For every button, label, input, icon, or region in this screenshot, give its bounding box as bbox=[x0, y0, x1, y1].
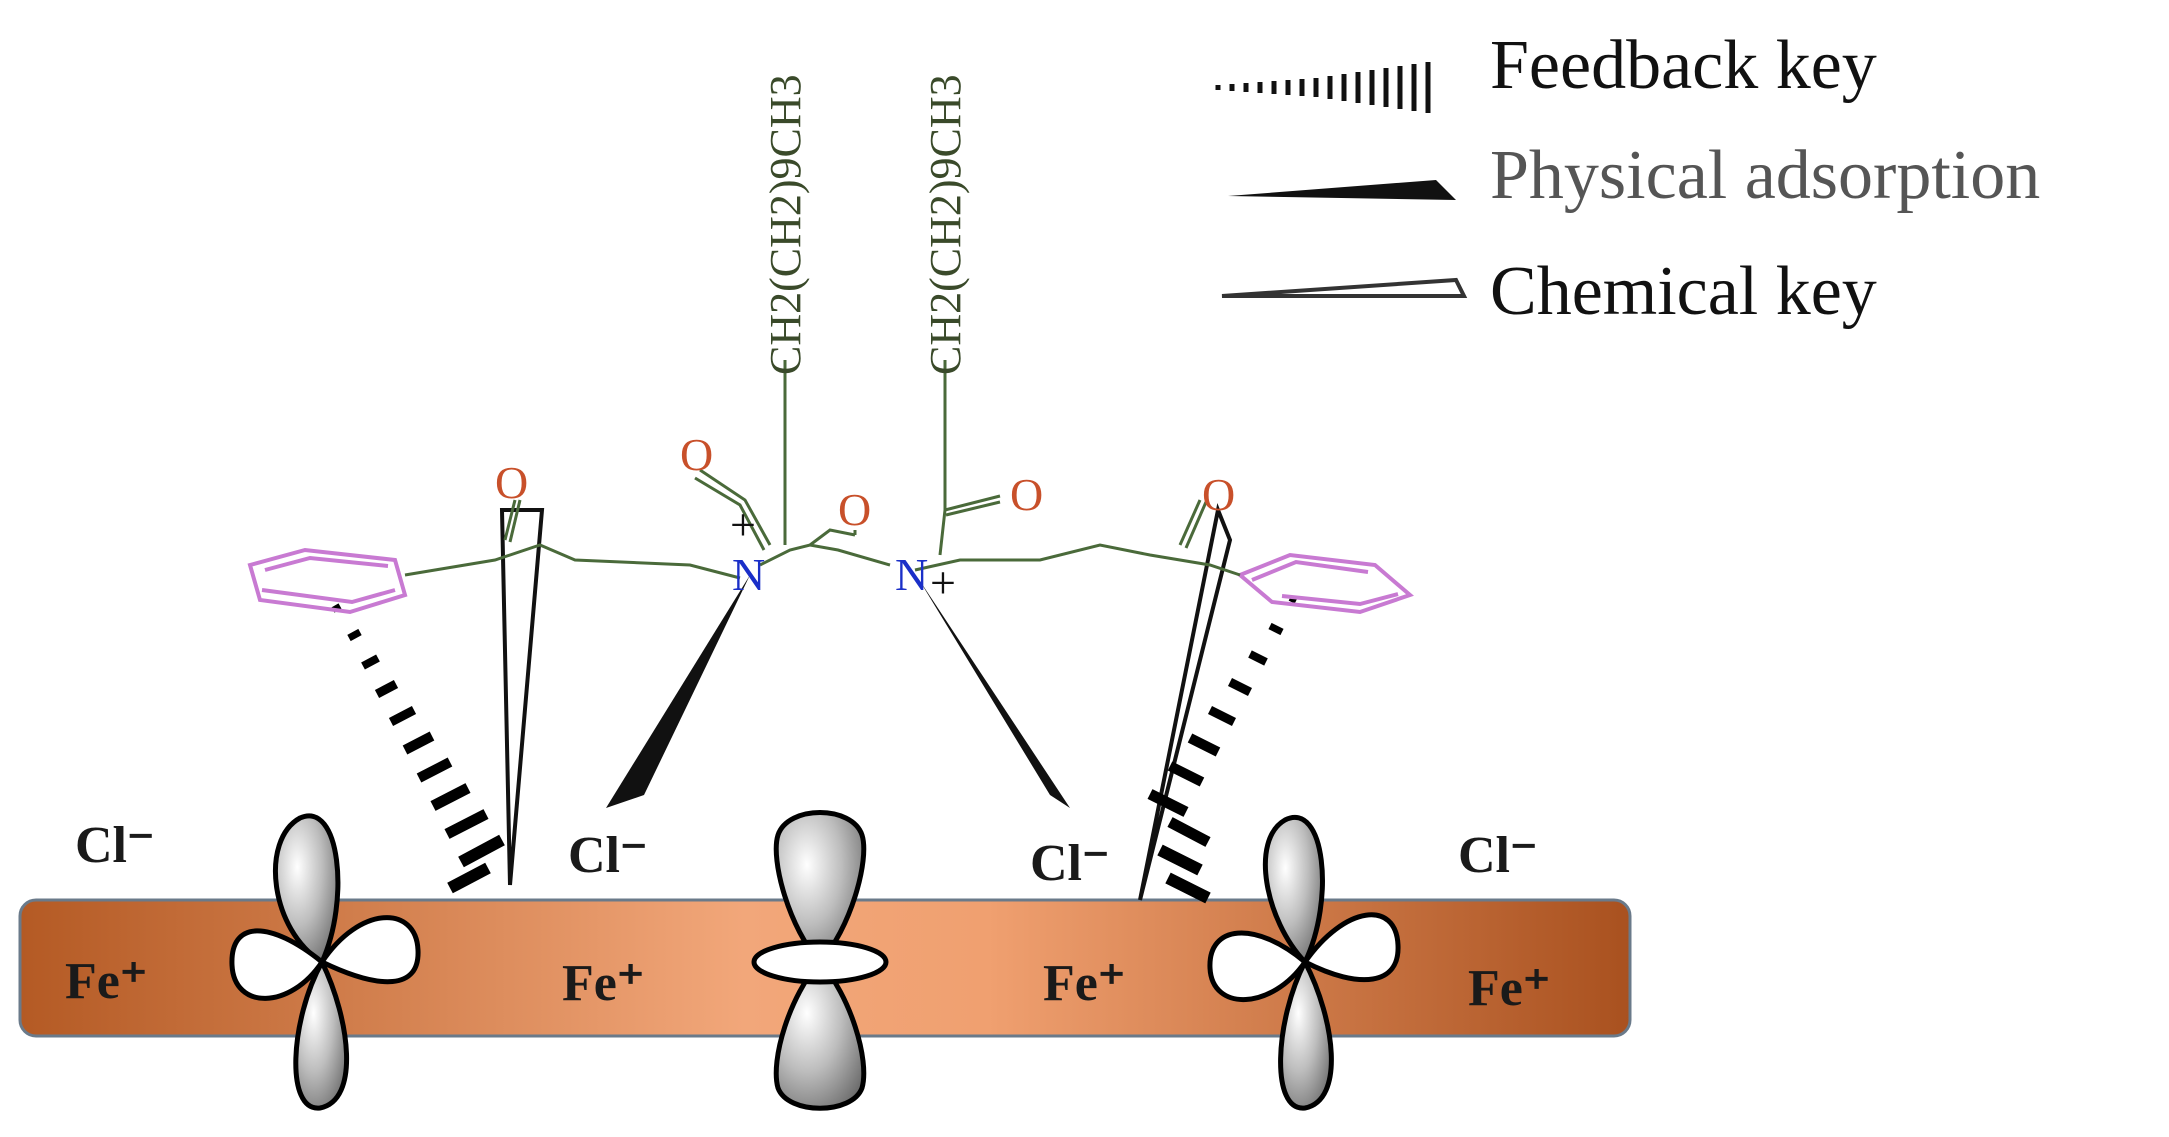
nitrogen-atom: N bbox=[732, 549, 765, 600]
feedback-key-symbol bbox=[1215, 62, 1431, 113]
chloride-ion: Cl⁻ bbox=[568, 827, 647, 884]
legend-physical-label: Physical adsorption bbox=[1490, 137, 2040, 214]
nitrogen-atom: N bbox=[895, 549, 928, 600]
backbone-bonds bbox=[404, 360, 1241, 580]
benzene-ring-left bbox=[247, 547, 408, 615]
chemical-key-symbol bbox=[1221, 277, 1468, 298]
iron-ion: Fe⁺ bbox=[65, 953, 147, 1010]
chemical-key-left bbox=[499, 508, 545, 886]
iron-ion: Fe⁺ bbox=[1043, 955, 1125, 1012]
oxygen-atom: O bbox=[1010, 469, 1043, 520]
physical-adsorption-symbol bbox=[1228, 180, 1456, 200]
oxygen-atom: O bbox=[1202, 469, 1235, 520]
physical-adsorption-left bbox=[606, 575, 750, 808]
chloride-ion: Cl⁻ bbox=[1458, 827, 1537, 884]
d-orbital-left bbox=[229, 813, 421, 1111]
benzene-ring-right bbox=[1236, 552, 1414, 615]
feedback-key-right bbox=[1147, 595, 1298, 904]
alkyl-chain-right: CH2(CH2)9CH3 bbox=[921, 74, 970, 375]
oxygen-atom: O bbox=[495, 457, 528, 508]
legend: Feedback key Physical adsorption Chemica… bbox=[1215, 27, 2040, 330]
molecule: O O O O O N N + + CH2(CH2)9CH3 CH2(CH2)9… bbox=[247, 74, 1414, 615]
iron-ion: Fe⁺ bbox=[562, 955, 644, 1012]
d-orbital-right bbox=[1207, 815, 1401, 1111]
dz2-orbital-center bbox=[751, 810, 889, 1111]
feedback-key-left bbox=[331, 603, 505, 894]
oxygen-atom: O bbox=[680, 429, 713, 480]
iron-ions: Fe⁺ Fe⁺ Fe⁺ Fe⁺ bbox=[65, 953, 1550, 1017]
iron-ion: Fe⁺ bbox=[1468, 960, 1550, 1017]
legend-feedback-label: Feedback key bbox=[1490, 27, 1877, 104]
chloride-ion: Cl⁻ bbox=[1030, 835, 1109, 892]
chloride-ions: Cl⁻ Cl⁻ Cl⁻ Cl⁻ bbox=[75, 817, 1537, 892]
physical-adsorption-right bbox=[918, 578, 1070, 808]
positive-charge: + bbox=[930, 557, 956, 608]
oxygen-atom: O bbox=[838, 484, 871, 535]
chloride-ion: Cl⁻ bbox=[75, 817, 154, 874]
alkyl-chain-left: CH2(CH2)9CH3 bbox=[761, 74, 810, 375]
positive-charge: + bbox=[730, 499, 756, 550]
legend-chemical-label: Chemical key bbox=[1490, 253, 1877, 330]
